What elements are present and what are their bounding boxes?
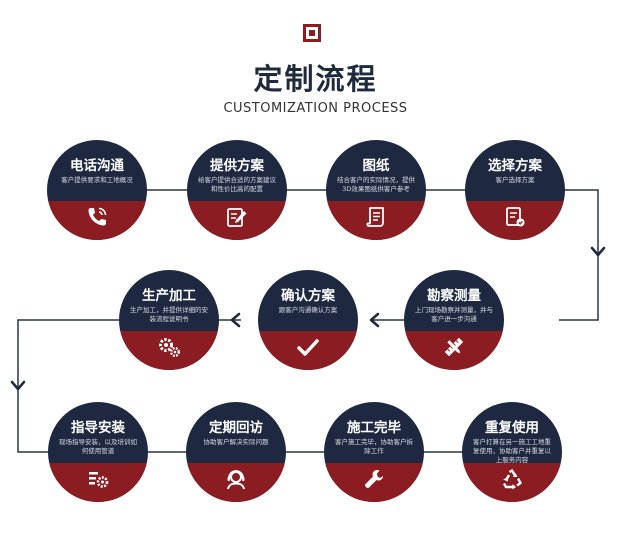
step-title: 提供方案	[210, 158, 264, 174]
step-description: 客户选择方案	[495, 176, 535, 184]
step-description: 客户施工完毕，协助客户拆除工作	[335, 438, 413, 455]
step-title: 选择方案	[488, 158, 542, 174]
headset-icon	[227, 470, 245, 490]
step-title: 勘察测量	[427, 288, 481, 304]
step-description: 生产加工，并提供详细的安装流程说明书	[130, 306, 208, 323]
step-description: 客户提供要求和工地概况	[61, 176, 133, 184]
step-description: 现场指导安装，以及培训如何使用管道	[59, 438, 137, 455]
step-title: 定期回访	[209, 420, 263, 436]
step-reuse: 重复使用 客户打算在另一施工工地重复使用，协助客户并重复以上服务内容	[462, 402, 562, 502]
ruler-pencil-icon	[444, 337, 464, 357]
phone-icon	[88, 207, 107, 226]
page-subtitle: CUSTOMIZATION PROCESS	[223, 101, 408, 116]
step-description: 上门现场勘察并测量，并与客户进一步沟通	[415, 306, 493, 323]
step-title: 电话沟通	[70, 158, 124, 174]
step-description: 客户打算在另一施工工地重复使用，协助客户并重复以上服务内容	[473, 438, 551, 464]
step-survey-measure: 勘察测量 上门现场勘察并测量，并与客户进一步沟通	[404, 270, 504, 370]
step-production: 生产加工 生产加工，并提供详细的安装流程说明书	[119, 270, 219, 370]
gears-icon	[159, 338, 180, 357]
step-title: 指导安装	[71, 420, 125, 436]
checklist-icon	[506, 207, 525, 227]
settings-list-icon	[89, 472, 109, 488]
logo-square	[303, 24, 321, 42]
step-description: 结合客户的实际情况，提供3D效果图纸供客户参考	[337, 176, 415, 193]
step-confirm-plan: 确认方案 跟客户沟通确认方案	[258, 270, 358, 370]
step-drawings: 图纸 结合客户的实际情况，提供3D效果图纸供客户参考	[326, 140, 426, 240]
wrench-icon	[364, 470, 383, 489]
step-description: 协助客户解决实际问题	[203, 438, 269, 446]
step-follow-up: 定期回访 协助客户解决实际问题	[186, 402, 286, 502]
page-title: 定制流程	[253, 62, 378, 96]
step-construction-complete: 施工完毕 客户施工完毕，协助客户拆除工作	[324, 402, 424, 502]
step-provide-plan: 提供方案 给客户提供合适的方案建议和性价比高的配置	[187, 140, 287, 240]
step-title: 图纸	[362, 158, 390, 174]
step-title: 生产加工	[142, 288, 196, 304]
step-title: 重复使用	[485, 420, 539, 436]
step-description: 跟客户沟通确认方案	[278, 306, 338, 314]
checkmark-icon	[297, 339, 319, 356]
recycle-icon	[502, 469, 522, 490]
step-choose-plan: 选择方案 客户选择方案	[465, 140, 565, 240]
step-title: 确认方案	[281, 288, 335, 304]
step-description: 给客户提供合适的方案建议和性价比高的配置	[198, 176, 276, 193]
document-edit-icon	[227, 208, 247, 227]
step-title: 施工完毕	[347, 420, 401, 436]
scroll-icon	[366, 207, 384, 227]
step-phone-consult: 电话沟通 客户提供要求和工地概况	[47, 140, 147, 240]
step-install-guidance: 指导安装 现场指导安装，以及培训如何使用管道	[48, 402, 148, 502]
